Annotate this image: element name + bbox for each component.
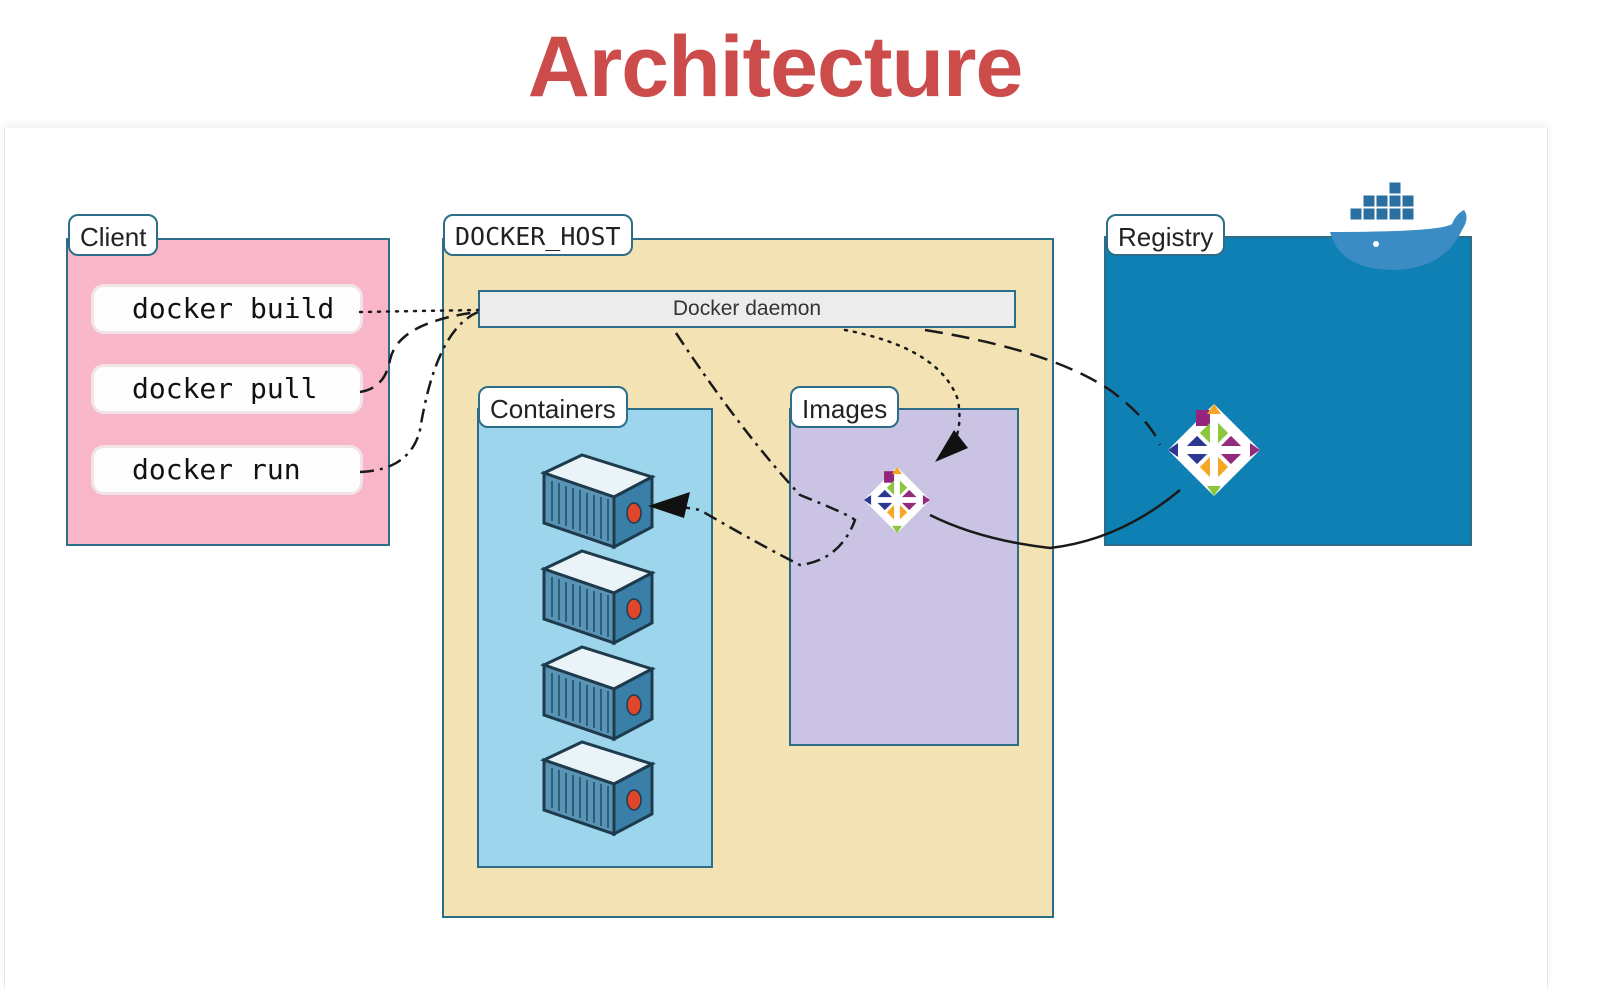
arrowhead [935,430,968,462]
images-label: Images [790,386,900,428]
container-icon [542,453,654,549]
registry-panel [1104,236,1472,546]
page-title: Architecture [527,19,1024,115]
docker-build-command: docker build [94,287,360,331]
docker-host-label: DOCKER_HOST [443,214,633,256]
container-icon [542,645,654,741]
connector-lines [358,308,1181,567]
centos-image-icon [863,466,931,534]
docker-pull-command: docker pull [94,367,360,411]
centos-registry-icon [1168,404,1260,496]
container-icon [542,740,654,836]
images-panel [789,408,1019,746]
client-label: Client [68,214,159,256]
docker-daemon-bar: Docker daemon [478,290,1016,328]
docker-run-command: docker run [94,448,360,492]
docker-whale-logo [1330,181,1467,270]
container-icon [542,549,654,645]
registry-label: Registry [1106,214,1226,256]
containers-label: Containers [478,386,628,428]
arrowhead [648,492,690,518]
